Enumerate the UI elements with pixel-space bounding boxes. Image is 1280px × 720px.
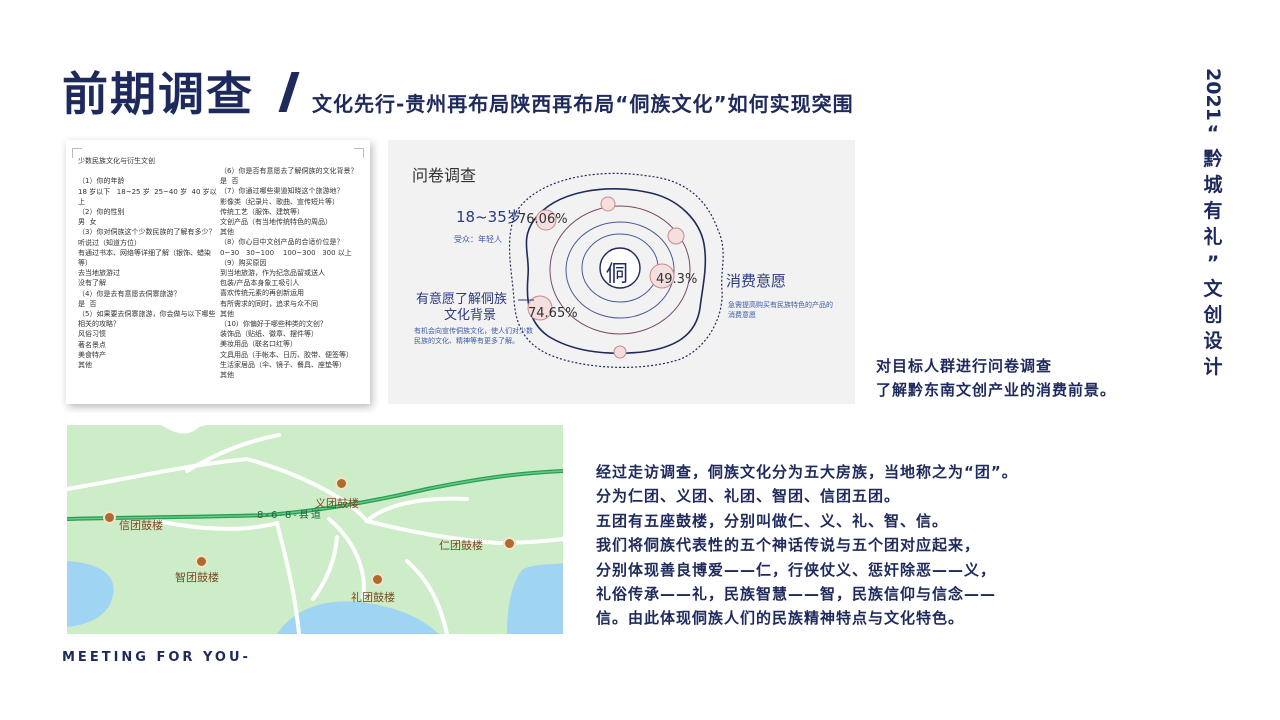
willing-note: 有机会向宣传侗族文化，使人们对少数民族的文化、精神等有更多了解。: [414, 327, 533, 345]
willing-label-line1: 有意愿了解侗族: [416, 292, 508, 307]
side-char: 有: [1203, 200, 1223, 222]
description-line: 我们将侗族代表性的五个神话传说与五个团对应起来，: [596, 536, 981, 555]
side-char: 文: [1203, 278, 1223, 300]
side-char: “: [1206, 122, 1220, 144]
page-subtitle: 文化先行-贵州再布局陕西再布局“侗族文化”如何实现突围: [312, 92, 854, 116]
description-line: 经过走访调查，侗族文化分为五大房族，当地称之为“团”。: [596, 463, 1018, 481]
caption-line: 对目标人群进行问卷调查: [876, 357, 1053, 375]
map-place-label: 信团鼓楼: [119, 519, 163, 532]
footer-tagline: MEETING FOR YOU-: [62, 650, 251, 665]
survey-infographic: 问卷调查 侗 18~35岁 受众：年轻人 76.06% 有意愿了解侗族 文化背景…: [388, 140, 855, 404]
willing-percentage: 74.65%: [528, 306, 578, 321]
side-char: 城: [1203, 174, 1223, 196]
gulou-pin-icon[interactable]: [371, 573, 384, 586]
contour-rings-graphic: [508, 172, 724, 368]
vertical-side-title: 2021 “ 黔 城 有 礼 ” 文 创 设 计: [1198, 68, 1228, 380]
side-char: 礼: [1203, 226, 1223, 248]
questionnaire-left-column: 少数民族文化与衍生文创 （1）你的年龄 18 岁以下 18~25 岁 25~40…: [78, 157, 217, 370]
survey-center-char: 侗: [606, 262, 629, 287]
caption-line: 了解黔东南文创产业的消费前景。: [876, 381, 1117, 399]
questionnaire-document: 少数民族文化与衍生文创 （1）你的年龄 18 岁以下 18~25 岁 25~40…: [66, 140, 370, 404]
gulou-pin-icon[interactable]: [335, 477, 348, 490]
willing-label-line2: 文化背景: [444, 308, 497, 323]
description-line: 五团有五座鼓楼，分别叫做仁、义、礼、智、信。: [596, 511, 949, 530]
map-graphic: [67, 413, 563, 634]
questionnaire-right-column: （6）你是否有意愿去了解侗族的文化背景？ 是 否 （7）你通过哪些渠道知晓这个旅…: [220, 167, 358, 380]
crop-mark: [354, 148, 364, 158]
survey-caption: 对目标人群进行问卷调查 了解黔东南文创产业的消费前景。: [876, 354, 1116, 402]
side-char: ”: [1206, 252, 1220, 274]
consume-label: 消费意愿: [726, 272, 787, 290]
map-place-label: 仁团鼓楼: [439, 539, 483, 552]
gulou-pin-icon[interactable]: [503, 537, 516, 550]
consume-percentage: 49.3%: [656, 272, 698, 287]
age-percentage: 76.06%: [518, 212, 568, 227]
map-place-label: 礼团鼓楼: [351, 591, 395, 604]
village-map: 8-6-8-县道 义团鼓楼 信团鼓楼 仁团鼓楼 智团鼓楼 礼团鼓楼: [67, 413, 563, 634]
side-char: 黔: [1203, 148, 1223, 170]
map-place-label: 智团鼓楼: [175, 571, 219, 584]
gulou-pin-icon[interactable]: [103, 511, 116, 524]
side-char: 设: [1203, 330, 1223, 352]
description-line: 分为仁团、义团、礼团、智团、信团五团。: [596, 487, 901, 506]
side-char: 2021: [1202, 68, 1224, 121]
map-place-label: 义团鼓楼: [315, 497, 359, 510]
side-char: 创: [1203, 304, 1223, 326]
age-label: 18~35岁: [456, 208, 522, 226]
side-char: 计: [1203, 356, 1223, 378]
culture-description: 经过走访调查，侗族文化分为五大房族，当地称之为“团”。 分为仁团、义团、礼团、智…: [596, 460, 1018, 631]
description-line: 信。由此体现侗族人们的民族精神特点与文化特色。: [596, 609, 965, 628]
consume-note: 急需提高购买有民族特色的产品的消费意愿: [728, 301, 833, 319]
gulou-pin-icon[interactable]: [195, 555, 208, 568]
road-label: 8-6-8-县道: [257, 510, 323, 521]
title-slash-divider: [278, 72, 300, 112]
page-title: 前期调查: [62, 67, 254, 121]
crop-mark: [72, 148, 82, 158]
description-line: 分别体现善良博爱——仁，行侠仗义、惩奸除恶——义，: [596, 560, 997, 579]
age-sub-label: 受众：年轻人: [454, 235, 502, 244]
survey-title: 问卷调查: [412, 166, 477, 185]
description-line: 礼俗传承——礼，民族智慧——智，民族信仰与信念——: [596, 585, 997, 604]
